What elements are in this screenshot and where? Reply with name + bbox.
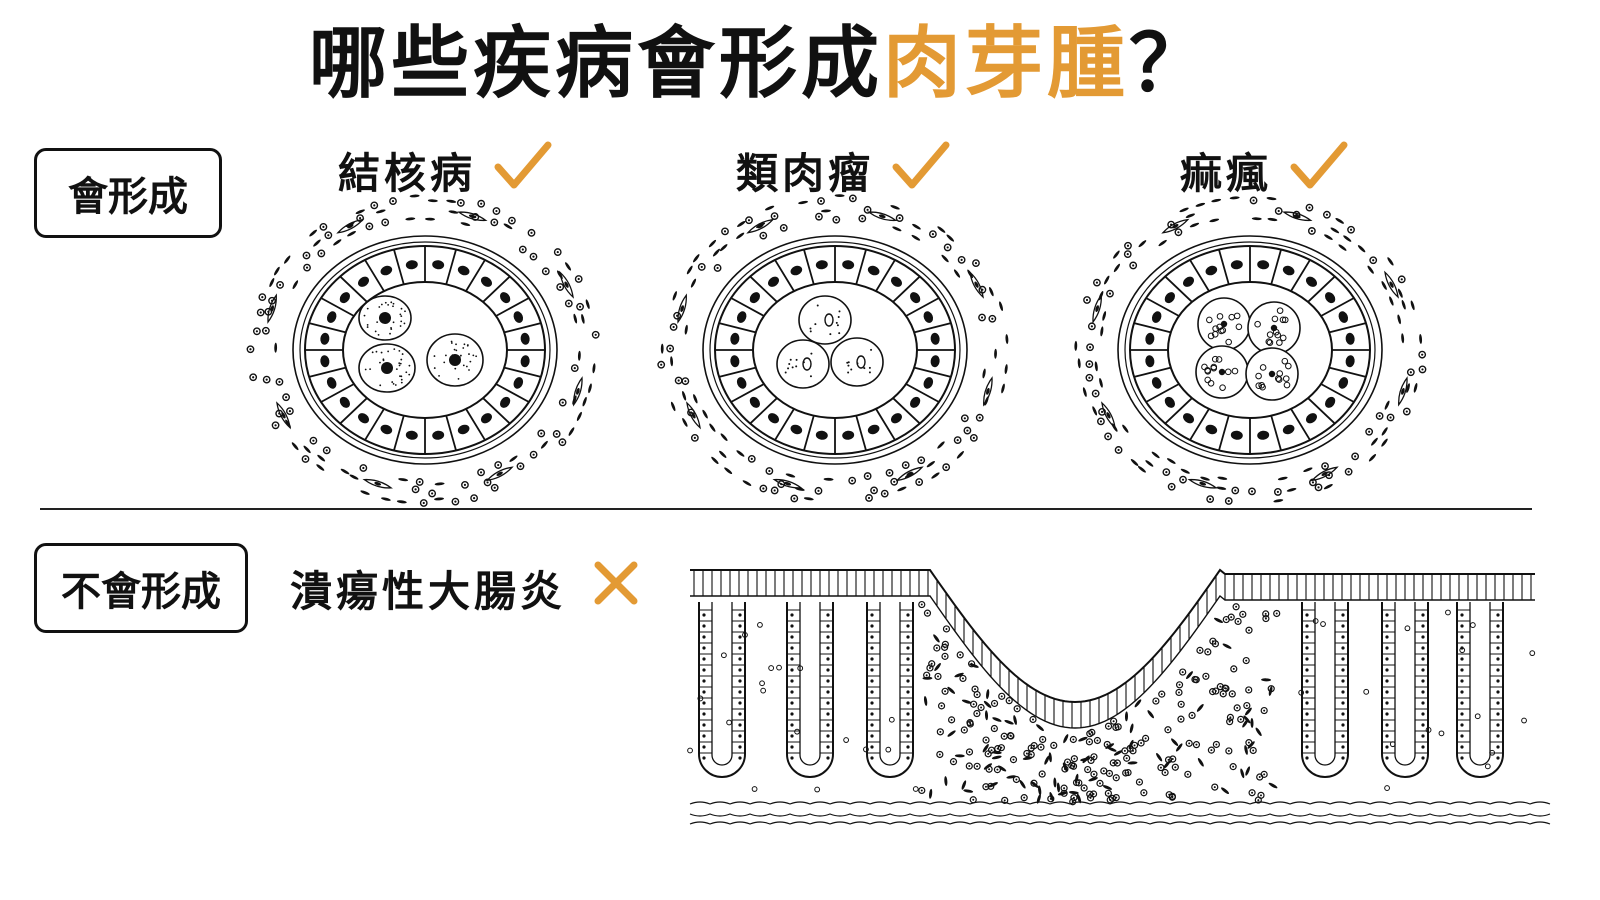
- disease-name: 結核病: [338, 148, 477, 198]
- disease-name: 類肉瘤: [736, 148, 875, 198]
- disease-label-tuberculosis: 結核病: [338, 140, 552, 200]
- forms-granuloma-tag: 會形成: [34, 148, 222, 238]
- disease-label-leprosy: 痲瘋: [1180, 140, 1348, 200]
- title-prefix: 哪些疾病會形成: [308, 19, 883, 109]
- title-highlight: 肉芽腫: [882, 19, 1129, 109]
- check-icon: [892, 139, 950, 201]
- check-icon: [494, 139, 552, 201]
- title-suffix: ？: [1129, 19, 1212, 109]
- sarcoidosis-granuloma-illustration: [657, 194, 1009, 503]
- section-divider: [40, 508, 1532, 510]
- check-icon: [1290, 139, 1348, 201]
- disease-label-ulcerative-colitis: 潰瘍性大腸炎: [290, 558, 640, 618]
- disease-label-sarcoidosis: 類肉瘤: [736, 140, 950, 200]
- disease-name: 潰瘍性大腸炎: [290, 566, 567, 616]
- leprosy-granuloma-illustration: [1074, 196, 1427, 505]
- page-title: 哪些疾病會形成肉芽腫？: [0, 19, 1520, 109]
- ulcerative-colitis-mucosa-illustration: [687, 568, 1551, 825]
- cross-icon: [592, 559, 640, 617]
- tuberculosis-granuloma-illustration: [246, 194, 600, 507]
- disease-name: 痲瘋: [1180, 148, 1273, 198]
- not-forms-granuloma-tag: 不會形成: [34, 543, 248, 633]
